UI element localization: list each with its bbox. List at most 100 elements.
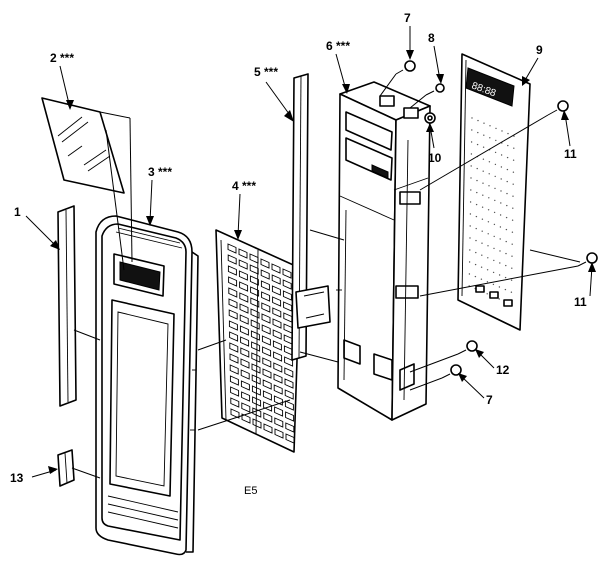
grille-cell — [227, 265, 237, 276]
board-dot — [476, 167, 478, 170]
grille-cell — [228, 298, 238, 309]
grille-cell — [260, 258, 270, 269]
board-dot — [487, 233, 489, 235]
board-dot — [475, 203, 478, 206]
board-dot — [482, 158, 485, 160]
board-dot — [511, 219, 514, 221]
grille-cell — [260, 269, 270, 280]
grille-cell — [285, 411, 295, 422]
callout-8: 8 — [428, 31, 435, 45]
board-dot — [492, 271, 495, 274]
board-dot — [501, 130, 503, 132]
board-dot — [493, 211, 496, 214]
board-dot — [498, 274, 501, 276]
board-dot — [494, 151, 497, 154]
board-dot — [493, 235, 495, 238]
grille-cell — [250, 319, 260, 330]
board-dot — [489, 125, 491, 127]
grille-cell — [229, 353, 239, 364]
grille-cell — [274, 406, 284, 417]
grille-cell — [252, 396, 262, 407]
board-dot — [469, 225, 471, 227]
board-dot — [481, 206, 484, 208]
part-2-window-glass — [41, 97, 125, 194]
grille-cell — [228, 276, 238, 287]
grille-cell — [282, 268, 292, 279]
grille-cell — [249, 264, 259, 275]
board-dot — [506, 204, 508, 207]
grille-cell — [249, 275, 259, 286]
board-dot — [495, 139, 497, 142]
board-dot — [488, 197, 490, 199]
board-dot — [475, 251, 477, 254]
grille-cell — [284, 378, 294, 389]
part-5-long-strip — [291, 73, 331, 361]
board-dot — [477, 119, 479, 122]
grille-cell — [240, 347, 250, 358]
board-dot — [494, 175, 496, 178]
assembly-lines — [71, 73, 581, 479]
grille-cell — [273, 384, 283, 395]
board-dot — [511, 243, 513, 245]
board-dot — [482, 170, 484, 172]
board-dot — [471, 117, 473, 119]
board-dot — [500, 190, 502, 192]
grille-cell — [261, 313, 271, 324]
grille-cell — [284, 356, 294, 367]
grille-cell — [239, 281, 249, 292]
grille-cell — [250, 297, 260, 308]
board-dot — [476, 143, 479, 146]
grille-cell — [271, 274, 281, 285]
board-dot — [511, 231, 514, 233]
board-dot — [488, 185, 490, 187]
grille-cell — [263, 401, 273, 412]
board-dot — [495, 127, 497, 130]
grille-cell — [238, 270, 248, 281]
grille-cell — [229, 342, 239, 353]
grille-cell — [252, 418, 262, 429]
board-dot — [500, 154, 503, 156]
board-dot — [505, 240, 507, 243]
grille-cell — [227, 254, 237, 265]
board-dot — [477, 131, 479, 134]
part-1-side-strip — [57, 205, 77, 407]
grille-cell — [228, 287, 238, 298]
grille-cell — [282, 290, 292, 301]
board-dot — [475, 239, 477, 242]
board-dot — [513, 135, 515, 137]
board-dot — [512, 195, 514, 197]
callout-5: 5 *** — [254, 65, 278, 79]
grille-cell — [241, 402, 251, 413]
grille-cell — [274, 428, 284, 439]
board-dot — [511, 267, 513, 269]
board-dot — [475, 215, 478, 218]
grille-cell — [261, 335, 271, 346]
grille-cell — [241, 391, 251, 402]
grille-cell — [238, 248, 248, 259]
callout-11-bottom: 11 — [574, 295, 587, 309]
board-dot — [489, 137, 491, 139]
board-dot — [468, 273, 471, 275]
screw-7-top — [395, 60, 416, 75]
grille-cell — [228, 309, 238, 320]
grille-cell — [241, 413, 251, 424]
grille-cell — [272, 318, 282, 329]
screw-11-bottom — [577, 252, 598, 267]
board-dot — [488, 173, 490, 175]
board-dot — [498, 286, 501, 288]
board-dot — [471, 129, 473, 131]
board-dot — [500, 202, 502, 204]
callout-3: 3 *** — [148, 165, 172, 179]
board-dot — [486, 281, 489, 283]
board-dot — [500, 166, 503, 168]
board-dot — [488, 161, 491, 163]
board-dot — [499, 238, 501, 240]
board-dot — [486, 293, 488, 295]
grille-cell — [273, 362, 283, 373]
part-6-control-housing — [336, 81, 431, 421]
board-dot — [470, 153, 473, 155]
board-dot — [510, 291, 513, 293]
board-dot — [498, 298, 500, 300]
grille-cell — [251, 374, 261, 385]
